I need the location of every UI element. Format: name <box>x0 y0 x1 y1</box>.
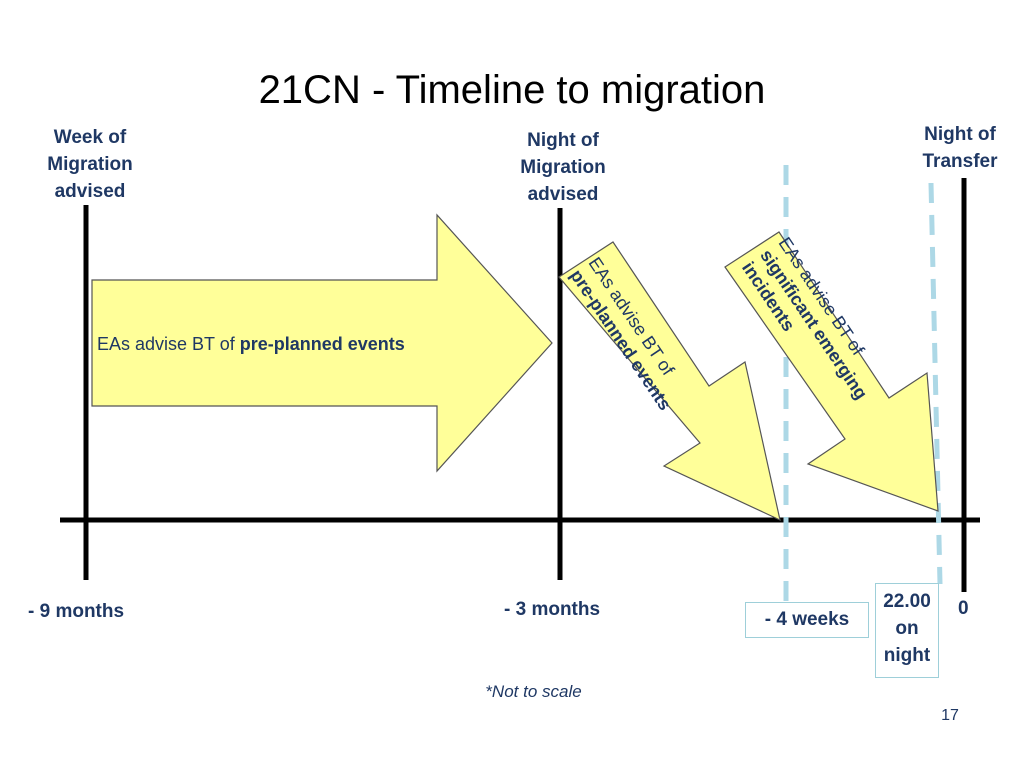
milestone-label-line: Night of <box>527 130 599 151</box>
not-to-scale-note: *Not to scale <box>485 682 582 701</box>
tick-label-9-months: - 9 months <box>28 601 125 622</box>
milestone-label-line: advised <box>54 181 126 202</box>
milestone-label-line: Transfer <box>922 151 998 172</box>
slide-title: 21CN - Timeline to migration <box>258 68 766 112</box>
milestone-label-week-of-migration: Week of Migration advised <box>10 124 170 205</box>
preplanned-events-text: EAs advise BT of pre-planned events <box>97 334 405 355</box>
four-weeks-box: - 4 weeks <box>745 602 869 638</box>
night-time-line: on <box>895 618 919 639</box>
tick-label-3-months: - 3 months <box>504 599 601 620</box>
dashed-line-night <box>928 182 943 585</box>
preplanned-short-arrow <box>558 241 781 522</box>
preplanned-events-arrow <box>91 213 553 473</box>
milestone-label-line: Week of <box>53 127 127 148</box>
night-time-box: 22.00 on night <box>875 583 939 678</box>
night-time-line: 22.00 <box>883 591 931 612</box>
tick-label-zero: 0 <box>958 598 969 619</box>
page-number: 17 <box>941 707 959 724</box>
arrow-text-prefix: EAs advise BT of <box>97 334 240 354</box>
milestone-label-line: Night of <box>924 124 996 145</box>
night-time-line: night <box>883 645 931 666</box>
arrow-text-strong: pre-planned events <box>239 334 405 354</box>
milestone-label-night-of-transfer: Night of Transfer <box>880 121 1024 175</box>
milestone-label-line: advised <box>527 184 599 205</box>
milestone-label-line: Migration <box>520 157 606 178</box>
milestone-label-line: Migration <box>47 154 133 175</box>
emerging-incidents-arrow <box>724 231 939 512</box>
milestone-label-night-of-migration: Night of Migration advised <box>483 127 643 208</box>
